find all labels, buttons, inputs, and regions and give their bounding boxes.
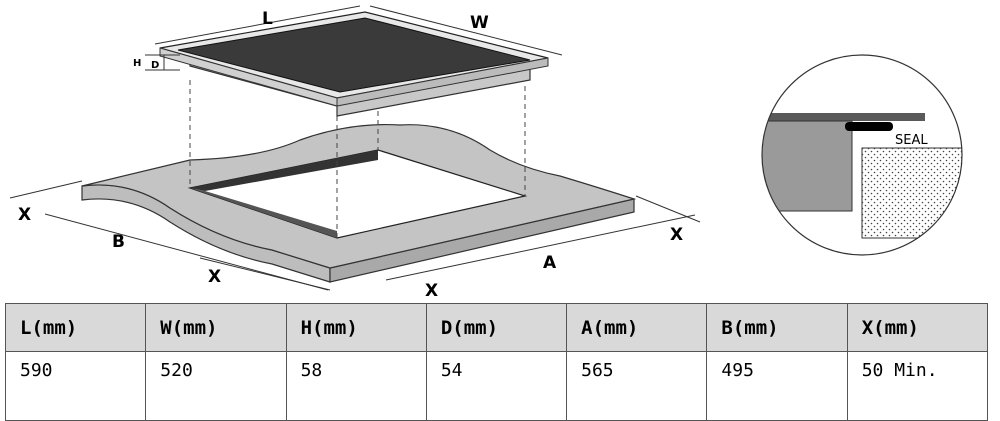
- label-H: H: [133, 58, 141, 69]
- label-seal: SEAL: [895, 133, 928, 148]
- table-row: 590 520 58 54 565 495 50 Min.: [4, 351, 989, 421]
- label-W: W: [470, 13, 489, 33]
- label-L: L: [262, 9, 273, 29]
- dimensions-table: L(mm) W(mm) H(mm) D(mm) A(mm) B(mm) X(mm…: [4, 303, 989, 421]
- value-L: 590: [4, 351, 147, 421]
- label-X-front-right: X: [425, 281, 438, 300]
- dimension-lines: [9, 5, 701, 291]
- label-X-left: X: [18, 205, 31, 225]
- hob: [159, 11, 549, 117]
- value-H: 58: [285, 351, 427, 421]
- value-B: 495: [706, 351, 848, 421]
- header-X: X(mm): [846, 303, 989, 352]
- label-X-front-left: X: [208, 267, 221, 287]
- value-X: 50 Min.: [846, 351, 989, 421]
- label-X-right: X: [670, 225, 683, 245]
- header-A: A(mm): [566, 303, 708, 352]
- table-header-row: L(mm) W(mm) H(mm) D(mm) A(mm) B(mm) X(mm…: [4, 303, 989, 352]
- value-A: 565: [566, 351, 708, 421]
- projection-lines: [189, 48, 526, 238]
- seal-detail: SEAL: [761, 54, 963, 256]
- countertop: [81, 124, 637, 283]
- header-B: B(mm): [706, 303, 848, 352]
- value-W: 520: [145, 351, 287, 421]
- header-W: W(mm): [145, 303, 287, 352]
- label-B: B: [112, 232, 125, 252]
- installation-diagram: L W H D X B X X A X SEAL: [9, 5, 963, 300]
- header-D: D(mm): [425, 303, 568, 352]
- value-D: 54: [425, 351, 568, 421]
- label-A: A: [543, 253, 557, 273]
- label-D: D: [151, 60, 159, 71]
- header-H: H(mm): [285, 303, 427, 352]
- header-L: L(mm): [4, 303, 147, 352]
